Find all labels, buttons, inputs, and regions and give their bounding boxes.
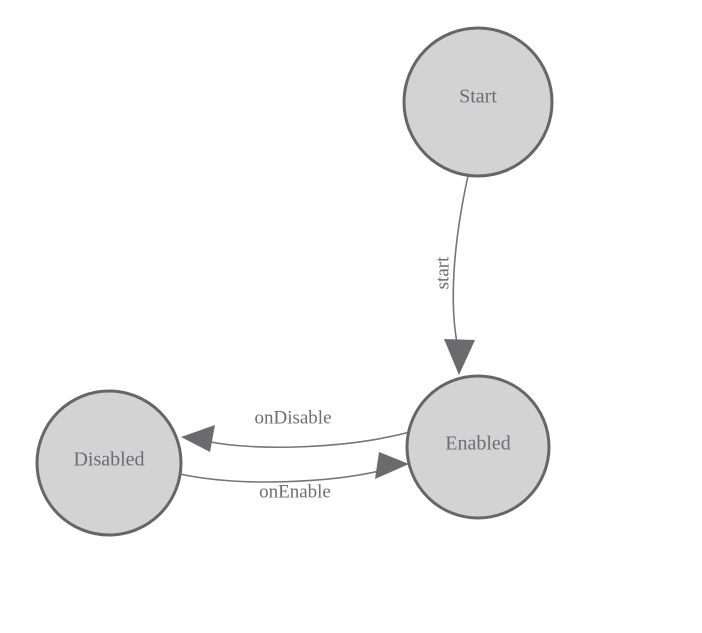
edge-start-to-enabled-label: start <box>432 256 453 289</box>
edge-enabled-to-disabled-path <box>204 431 411 448</box>
node-start[interactable]: Start <box>402 26 554 178</box>
node-disabled[interactable]: Disabled <box>35 389 183 537</box>
edge-disabled-to-enabled-path <box>179 469 385 483</box>
node-enabled-label: Enabled <box>445 433 511 455</box>
edge-start-to-enabled-arrowhead <box>444 339 475 375</box>
node-enabled-circle <box>405 374 551 520</box>
edge-disabled-to-enabled-label: onEnable <box>259 481 331 502</box>
node-start-label: Start <box>459 86 497 108</box>
edge-start-to-enabled-path <box>452 175 469 349</box>
edge-start-to-enabled[interactable]: start <box>432 175 475 375</box>
edge-enabled-to-disabled-label: onDisable <box>254 407 331 428</box>
edge-enabled-to-disabled[interactable]: onDisable <box>181 407 411 452</box>
edge-disabled-to-enabled-arrowhead <box>375 452 409 479</box>
node-disabled-label: Disabled <box>73 449 144 471</box>
edge-disabled-to-enabled[interactable]: onEnable <box>179 452 409 502</box>
node-enabled[interactable]: Enabled <box>405 374 551 520</box>
edge-enabled-to-disabled-arrowhead <box>181 425 215 452</box>
node-disabled-circle <box>35 389 183 537</box>
node-start-circle <box>402 26 554 178</box>
